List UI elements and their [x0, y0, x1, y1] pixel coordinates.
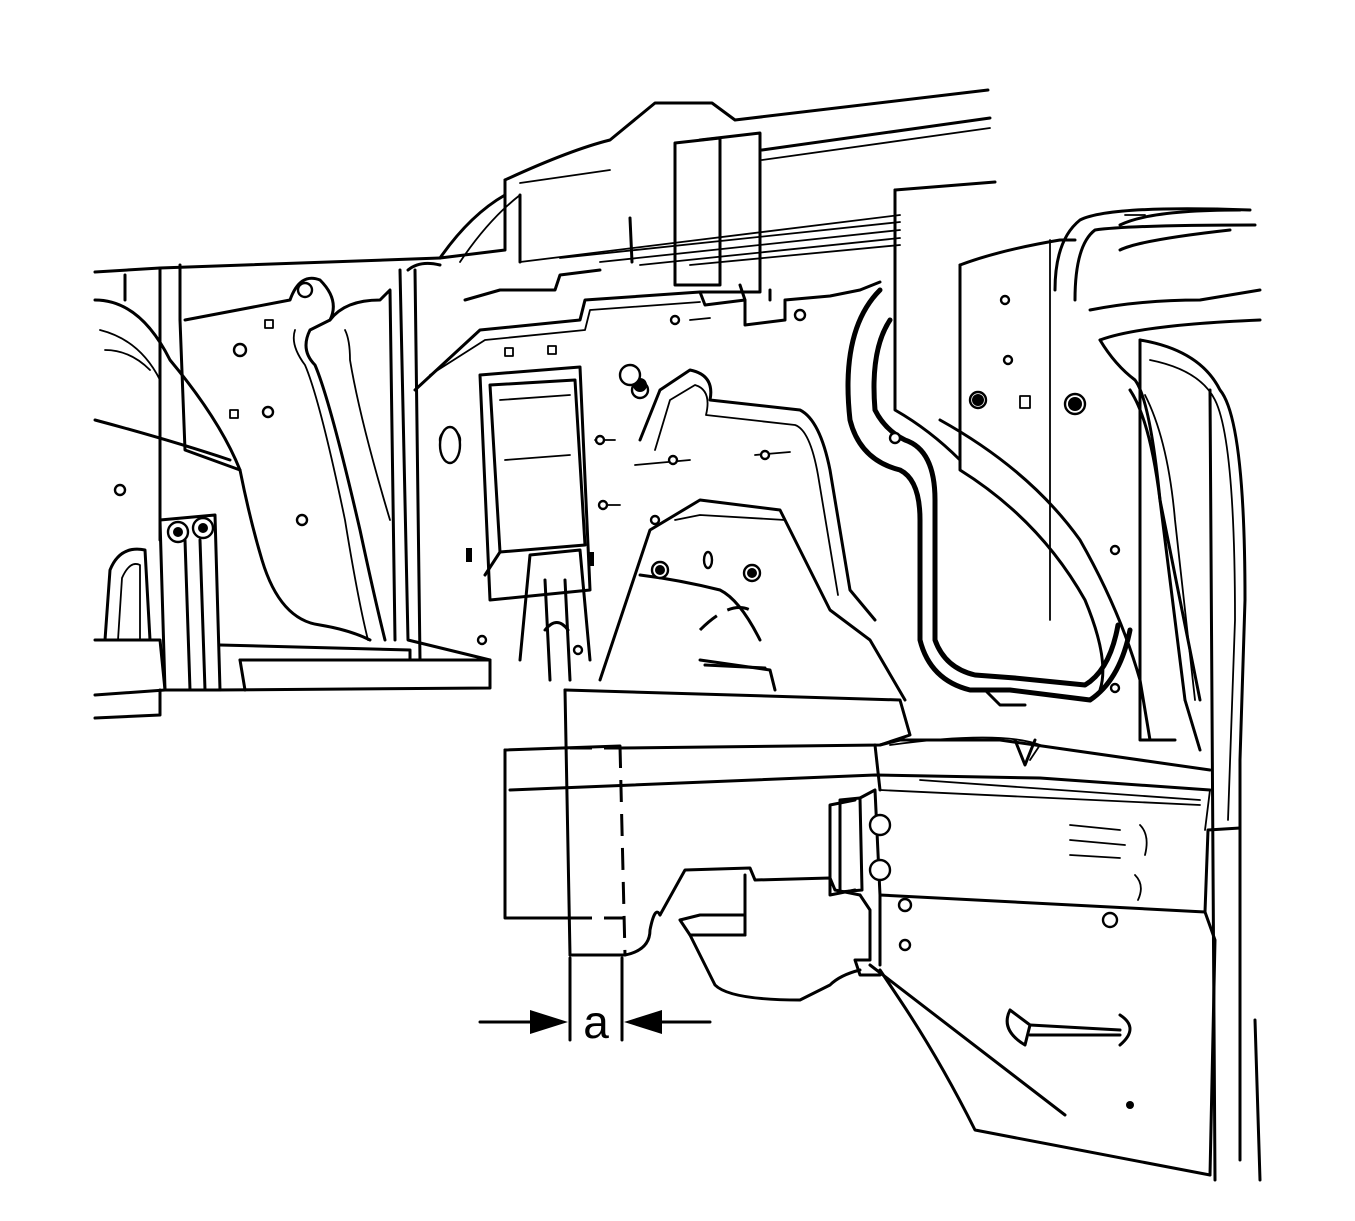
- center-support-bracket: [518, 548, 592, 682]
- panel-clips: [594, 314, 791, 511]
- dimension-label: a: [583, 996, 609, 1048]
- center-dash-panel: [398, 261, 882, 662]
- dimension-arrow-right: [624, 1010, 662, 1034]
- right-pillar-tubing: [1053, 207, 1262, 1182]
- dimension-a: a: [478, 956, 712, 1048]
- right-wheelhouse: [845, 180, 1152, 742]
- center-tunnel: [598, 368, 907, 702]
- lower-right-member: [658, 788, 1242, 1177]
- panel-opening: [466, 365, 594, 602]
- rocker-sill-beam: [508, 688, 1212, 957]
- reference-box: [503, 744, 662, 957]
- lower-left-rail: [93, 638, 492, 720]
- upper-rail: [438, 88, 992, 294]
- dimension-arrow-left: [530, 1010, 568, 1034]
- left-bulkhead: [93, 256, 442, 642]
